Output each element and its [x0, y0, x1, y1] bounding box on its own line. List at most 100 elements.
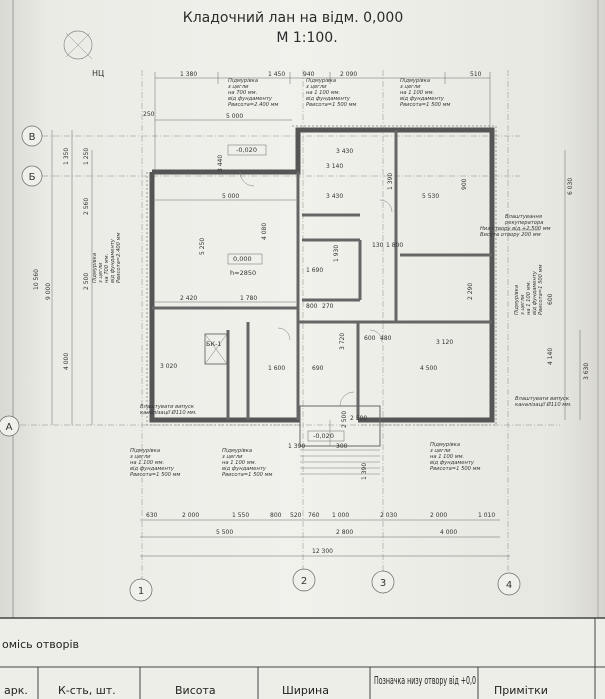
- note-bottom-2: Підмурівка з цегли на 1 100 мм. від фунд…: [222, 448, 273, 478]
- note-right-vent: Влаштування рекуператора Низ отвору від …: [480, 214, 551, 238]
- axis-bubble-row-v: В: [21, 125, 43, 147]
- svg-text:3 430: 3 430: [336, 148, 353, 155]
- door-swings: [239, 171, 393, 407]
- svg-text:з цегли: з цегли: [98, 262, 104, 283]
- svg-text:600: 600: [547, 293, 554, 305]
- svg-text:800: 800: [270, 512, 282, 519]
- svg-text:4: 4: [506, 580, 512, 591]
- svg-text:3 720: 3 720: [339, 333, 346, 350]
- svg-text:Рвисота=1 500 мм: Рвисота=1 500 мм: [130, 472, 181, 478]
- svg-text:4 080: 4 080: [261, 223, 268, 240]
- svg-text:1 600: 1 600: [268, 365, 285, 372]
- svg-text:А: А: [6, 422, 13, 433]
- svg-text:Підмурівка: Підмурівка: [228, 78, 258, 84]
- note-bottom-1: Підмурівка з цегли на 1 100 мм. від фунд…: [130, 448, 181, 478]
- total-width: 12 300: [312, 548, 333, 555]
- svg-text:3: 3: [380, 578, 386, 589]
- plan-title: Кладочний лан на відм. 0,000: [183, 10, 403, 26]
- top-dimension-chain: 1 380 1 450 940 2 090 510 5 000 3 430: [154, 71, 491, 170]
- svg-text:від фундаменту: від фундаменту: [532, 270, 538, 315]
- svg-text:2 090: 2 090: [340, 71, 357, 78]
- svg-text:від фундаменту: від фундаменту: [306, 96, 351, 102]
- level-porch: -0,020: [313, 432, 334, 440]
- svg-text:250: 250: [143, 111, 155, 118]
- svg-text:Рвисота=2.400 мм: Рвисота=2.400 мм: [116, 232, 122, 283]
- svg-text:2 420: 2 420: [180, 295, 197, 302]
- svg-text:4 000: 4 000: [440, 529, 457, 536]
- svg-text:на 1 100 мм.: на 1 100 мм.: [306, 90, 340, 96]
- svg-text:1 800: 1 800: [386, 242, 403, 249]
- svg-text:Рвисота=1 500 мм: Рвисота=1 500 мм: [222, 472, 273, 478]
- svg-text:300: 300: [336, 443, 348, 450]
- note-top-1: Підмурівка з цегли на 700 мм. від фундам…: [228, 78, 279, 108]
- svg-text:1 690: 1 690: [306, 267, 323, 274]
- svg-text:5 530: 5 530: [422, 193, 439, 200]
- svg-text:Рвисота=1 500 мм: Рвисота=1 500 мм: [538, 264, 544, 315]
- svg-text:1 000: 1 000: [332, 512, 349, 519]
- note-top-3: Підмурівка з цегли на 1 100 мм. від фунд…: [400, 78, 451, 108]
- svg-text:від фундаменту: від фундаменту: [400, 96, 445, 102]
- svg-text:2 290: 2 290: [467, 283, 474, 300]
- svg-text:2 500: 2 500: [341, 411, 348, 428]
- left-dimension-chain: 1 350 1 250 2 500 4 000 10 560 9 000 2 5…: [33, 130, 93, 425]
- svg-text:від фундаменту: від фундаменту: [430, 460, 475, 466]
- svg-text:800: 800: [306, 303, 318, 310]
- svg-text:10 560: 10 560: [33, 269, 40, 290]
- svg-text:Влаштування: Влаштування: [505, 214, 542, 220]
- svg-text:270: 270: [322, 303, 334, 310]
- note-bottom-3: Підмурівка з цегли на 1 100 мм. від фунд…: [430, 442, 481, 472]
- note-right: Підмурівка з цегли на 1 100 мм. від фунд…: [514, 264, 544, 315]
- svg-text:Влаштувати випуск: Влаштувати випуск: [140, 404, 195, 410]
- svg-text:1 390: 1 390: [387, 173, 394, 190]
- svg-text:Підмурівка: Підмурівка: [92, 253, 98, 283]
- svg-text:1: 1: [138, 586, 144, 597]
- svg-text:1 380: 1 380: [180, 71, 197, 78]
- boiler-bk1: [204, 333, 228, 365]
- svg-text:2 800: 2 800: [336, 529, 353, 536]
- svg-text:1 250: 1 250: [83, 148, 90, 165]
- svg-text:на 700 мм.: на 700 мм.: [104, 254, 110, 283]
- svg-text:рекуператора: рекуператора: [504, 220, 543, 226]
- svg-text:Підмурівка: Підмурівка: [222, 448, 252, 454]
- svg-text:Рвисота=1 500 мм: Рвисота=1 500 мм: [400, 102, 451, 108]
- internal-dimensions: 5 000 5 250 4 080 2 420 1 780 3 020 1 60…: [143, 111, 474, 480]
- level-entry: -0,020: [236, 146, 257, 154]
- svg-text:з цегли: з цегли: [400, 84, 421, 90]
- svg-text:В: В: [29, 132, 36, 143]
- axis-bubble-col-1: 1: [129, 578, 153, 602]
- svg-text:5 000: 5 000: [222, 193, 239, 200]
- svg-text:4 140: 4 140: [547, 348, 554, 365]
- interior-walls: [152, 130, 492, 420]
- svg-text:Підмурівка: Підмурівка: [400, 78, 430, 84]
- svg-text:900: 900: [461, 178, 468, 190]
- svg-text:Підмурівка: Підмурівка: [130, 448, 160, 454]
- svg-text:Б: Б: [29, 172, 36, 183]
- svg-text:на 1 100 мм.: на 1 100 мм.: [526, 281, 532, 315]
- svg-text:з цегли: з цегли: [228, 84, 249, 90]
- svg-text:Низ отвору від +2,500 мм: Низ отвору від +2,500 мм: [480, 226, 551, 232]
- svg-text:1 550: 1 550: [232, 512, 249, 519]
- svg-text:3 630: 3 630: [583, 363, 590, 380]
- svg-text:з цегли: з цегли: [520, 294, 526, 315]
- level-floor: 0,000: [233, 255, 252, 263]
- note-sewer-right: Влаштувати випуск каналізації Ø110 мм.: [515, 396, 572, 408]
- svg-text:2 500: 2 500: [350, 415, 367, 422]
- axis-bubble-row-b: Б: [21, 165, 43, 187]
- openings-table: омісь отворів арк. К-сть, шт. Висота Шир…: [0, 617, 605, 699]
- svg-text:з цегли: з цегли: [430, 448, 451, 454]
- svg-text:на 1 100 мм.: на 1 100 мм.: [130, 460, 164, 466]
- svg-text:з цегли: з цегли: [222, 454, 243, 460]
- level-height: h=2850: [230, 269, 256, 277]
- right-dimension-chain: 3 630 6 030 4 140 600: [547, 150, 590, 420]
- svg-text:від фундаменту: від фундаменту: [228, 96, 273, 102]
- compass-label: НЦ: [92, 69, 104, 78]
- svg-text:4 000: 4 000: [63, 353, 70, 370]
- svg-text:з цегли: з цегли: [306, 84, 327, 90]
- svg-text:1 450: 1 450: [268, 71, 285, 78]
- bottom-dimension-chain: 630 2 000 1 550 800 520 760 1 000 2 030 …: [140, 512, 510, 557]
- svg-text:3 140: 3 140: [326, 163, 343, 170]
- level-marks: -0,020 0,000 h=2850 -0,020: [227, 144, 345, 442]
- svg-text:690: 690: [312, 365, 324, 372]
- svg-text:3 020: 3 020: [160, 363, 177, 370]
